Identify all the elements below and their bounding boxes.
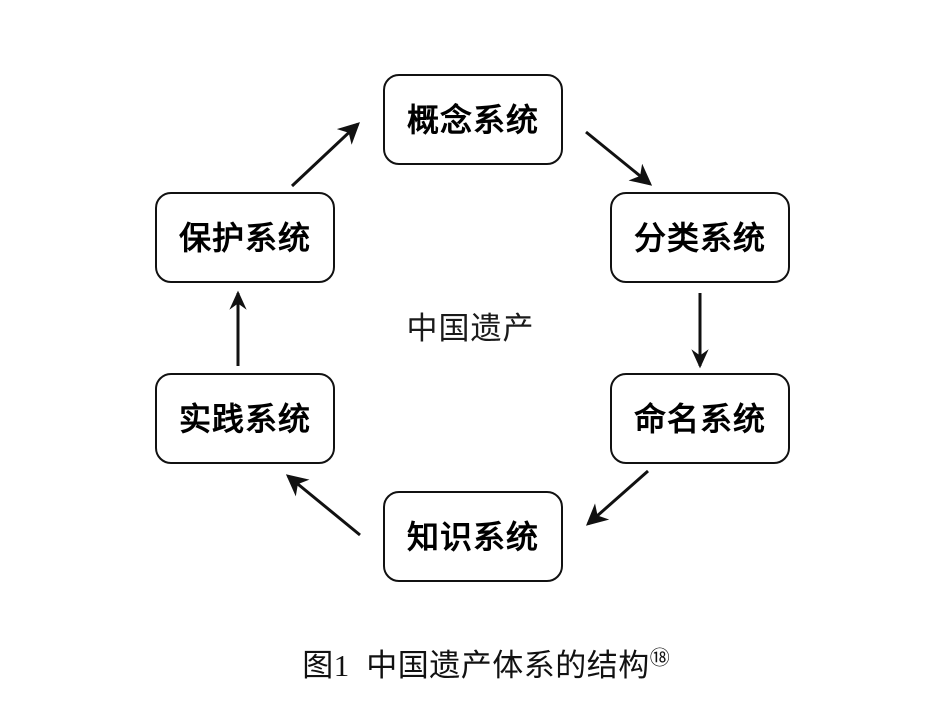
node-knowledge-system[interactable]: 知识系统 [383,491,563,582]
node-protection-system[interactable]: 保护系统 [155,192,335,283]
node-concept-system-label: 概念系统 [406,101,539,138]
node-classification-system[interactable]: 分类系统 [610,192,790,283]
node-protection-system-label: 保护系统 [178,219,311,256]
node-practice-system[interactable]: 实践系统 [155,373,335,464]
cycle-arrows-diagram [229,122,709,537]
arrow-knowledge-to-practice [285,474,361,537]
arrow-naming-to-knowledge [585,469,649,526]
center-label: 中国遗产 [406,311,535,346]
figure-caption: 图1 中国遗产体系的结构⑱ [0,604,941,721]
node-naming-system-label: 命名系统 [633,400,766,437]
node-naming-system[interactable]: 命名系统 [610,373,790,464]
figure-caption-text: 图1 中国遗产体系的结构 [302,648,650,683]
node-practice-system-label: 实践系统 [178,400,311,437]
arrow-protect-to-concept [290,122,360,188]
node-classification-system-label: 分类系统 [633,219,766,256]
figure-caption-note: ⑱ [649,647,670,670]
node-concept-system[interactable]: 概念系统 [383,74,563,165]
node-knowledge-system-label: 知识系统 [406,518,539,555]
figure-container: 概念系统 分类系统 命名系统 知识系统 实践系统 保护系统 中国遗产 图1 中国… [155,74,790,683]
arrow-concept-to-classify [585,130,653,186]
